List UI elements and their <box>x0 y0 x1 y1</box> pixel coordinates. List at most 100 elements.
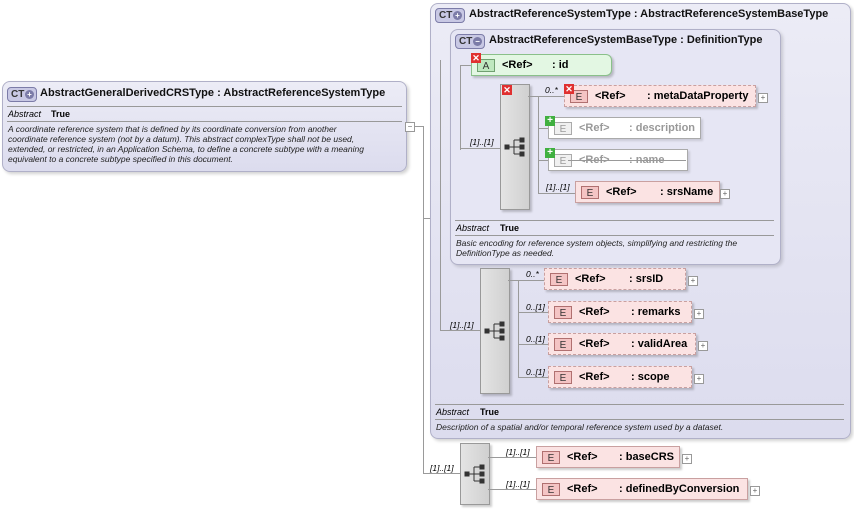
abstract-label: Abstract <box>436 407 470 417</box>
expand-button[interactable]: + <box>682 454 692 464</box>
connector-line <box>518 280 519 377</box>
abstract-value: True <box>500 223 520 233</box>
element-srsname[interactable]: E <Ref> : srsName <box>575 181 720 203</box>
connector-line <box>423 473 460 474</box>
connector-line <box>440 330 480 331</box>
element-name: : validArea <box>631 338 688 350</box>
element-badge: E <box>554 371 572 384</box>
element-name: : remarks <box>631 306 681 318</box>
expand-button[interactable]: + <box>688 276 698 286</box>
element-srsid[interactable]: E <Ref> : srsID <box>544 268 686 290</box>
expand-button[interactable]: + <box>698 341 708 351</box>
element-ref: <Ref> <box>567 451 598 463</box>
element-name: : metaDataProperty <box>647 90 749 102</box>
connector-line <box>460 148 500 149</box>
connector-line <box>460 65 461 150</box>
prohibited-icon: ✕ <box>502 85 512 95</box>
expand-icon: + <box>453 11 462 20</box>
element-cardinality: [1]..[1] <box>506 479 530 489</box>
element-basecrs[interactable]: E <Ref> : baseCRS <box>536 446 680 468</box>
divider <box>7 106 402 107</box>
main-type-title: AbstractGeneralDerivedCRSType : Abstract… <box>40 87 386 99</box>
element-ref: <Ref> <box>579 306 610 318</box>
element-ref: <Ref> <box>579 122 610 134</box>
element-cardinality: [1]..[1] <box>506 447 530 457</box>
sequence-cardinality: [1]..[1] <box>450 320 474 330</box>
element-cardinality: [1]..[1] <box>546 182 570 192</box>
element-name: : description <box>629 122 696 134</box>
element-name: : baseCRS <box>619 451 675 463</box>
abstract-value: True <box>480 407 500 417</box>
expand-button[interactable]: + <box>758 93 768 103</box>
connector-line <box>440 60 441 330</box>
element-ref: <Ref> <box>579 371 610 383</box>
element-ref: <Ref> <box>606 186 637 198</box>
connector-line <box>528 96 538 97</box>
element-badge: E <box>554 122 572 135</box>
base-type-title: AbstractReferenceSystemBaseType : Defini… <box>489 34 763 46</box>
expand-icon: + <box>25 90 34 99</box>
reference-system-type-documentation: Description of a spatial and/or temporal… <box>436 422 724 432</box>
divider <box>455 220 774 221</box>
collapse-button[interactable]: − <box>405 122 415 132</box>
element-definedbyconversion[interactable]: E <Ref> : definedByConversion <box>536 478 748 500</box>
connector-line <box>460 65 471 66</box>
base-type-documentation: Basic encoding for reference system obje… <box>456 238 738 258</box>
reference-sequence-compositor[interactable] <box>480 268 510 394</box>
connector-line <box>518 312 548 313</box>
connector-line <box>518 377 548 378</box>
element-badge: E <box>542 451 560 464</box>
attribute-name: : id <box>552 59 569 71</box>
abstract-label: Abstract <box>456 223 490 233</box>
connector-line <box>488 489 536 490</box>
attribute-id[interactable]: A <Ref> : id <box>471 54 612 76</box>
complex-type-badge: CT+ <box>435 8 465 23</box>
attribute-ref: <Ref> <box>502 59 533 71</box>
expand-button[interactable]: + <box>694 309 704 319</box>
base-sequence-compositor[interactable] <box>500 84 530 210</box>
element-badge: E <box>570 90 588 103</box>
connector-line <box>488 457 536 458</box>
element-ref: <Ref> <box>575 273 606 285</box>
complex-type-badge: CT− <box>455 34 485 49</box>
collapse-icon: − <box>473 37 482 46</box>
abstract-value: True <box>51 109 71 119</box>
added-icon: + <box>545 148 555 158</box>
element-scope[interactable]: E <Ref> : scope <box>548 366 692 388</box>
element-badge: E <box>554 306 572 319</box>
attribute-badge: A <box>477 59 495 72</box>
expand-button[interactable]: + <box>694 374 704 384</box>
element-name: : definedByConversion <box>619 483 740 495</box>
expand-button[interactable]: + <box>750 486 760 496</box>
reference-system-type-title: AbstractReferenceSystemType : AbstractRe… <box>469 8 829 20</box>
element-remarks[interactable]: E <Ref> : remarks <box>548 301 692 323</box>
strikethrough-line <box>568 160 686 161</box>
prohibited-icon: ✕ <box>564 84 574 94</box>
connector-line <box>423 218 432 219</box>
abstract-label: Abstract <box>8 109 42 119</box>
divider <box>7 121 402 122</box>
divider <box>435 419 844 420</box>
element-ref: <Ref> <box>567 483 598 495</box>
element-cardinality: 0..[1] <box>526 367 545 377</box>
element-cardinality: 0..* <box>526 269 539 279</box>
expand-button[interactable]: + <box>720 189 730 199</box>
main-type-documentation: A coordinate reference system that is de… <box>8 124 364 164</box>
derived-sequence-compositor[interactable] <box>460 443 490 505</box>
element-ref: <Ref> <box>579 338 610 350</box>
element-name: : scope <box>631 371 670 383</box>
connector-line <box>538 193 575 194</box>
connector-line <box>538 160 548 161</box>
element-description[interactable]: E <Ref> : description <box>548 117 701 139</box>
complex-type-badge: CT+ <box>7 87 37 102</box>
element-badge: E <box>550 273 568 286</box>
connector-line <box>538 96 564 97</box>
element-validarea[interactable]: E <Ref> : validArea <box>548 333 696 355</box>
element-metadataproperty[interactable]: E <Ref> : metaDataProperty <box>564 85 756 107</box>
connector-line <box>423 126 424 473</box>
element-badge: E <box>581 186 599 199</box>
element-cardinality: 0..* <box>545 85 558 95</box>
main-complex-type[interactable]: CT+ AbstractGeneralDerivedCRSType : Abst… <box>2 81 407 172</box>
connector-line <box>518 280 544 281</box>
element-badge: E <box>542 483 560 496</box>
